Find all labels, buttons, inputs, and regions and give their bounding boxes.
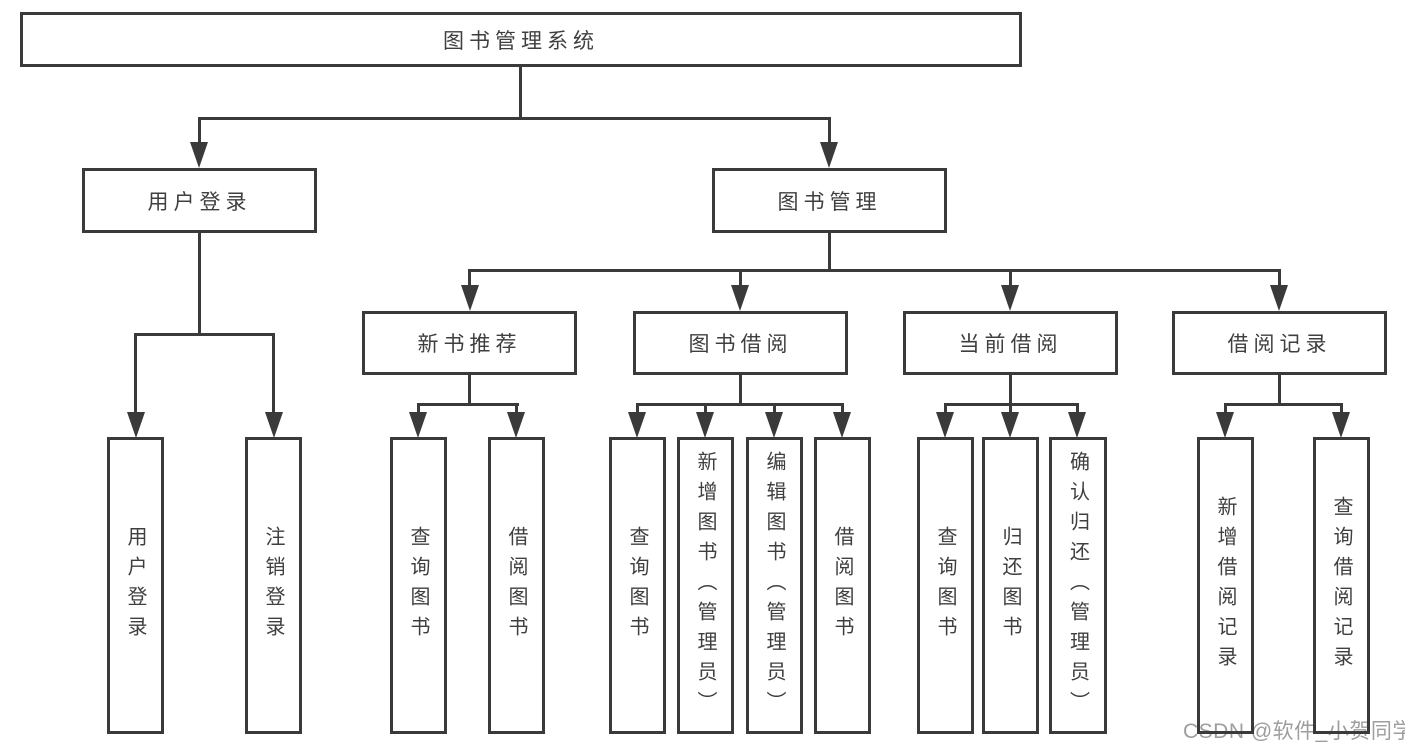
connector-hline — [417, 403, 519, 406]
arrowhead-down — [765, 412, 783, 438]
node-new-book-recommendation: 新书推荐 — [362, 311, 577, 375]
connector-vline — [1340, 406, 1343, 414]
connector-vline — [515, 406, 518, 414]
arrowhead-down — [190, 142, 208, 168]
arrowhead-down — [265, 412, 283, 438]
leaf-return-books: 归还图书 — [982, 437, 1039, 734]
connector-vline — [739, 375, 742, 406]
connector-vline — [841, 406, 844, 414]
leaf-add-book-admin: 新增图书（管理员） — [677, 437, 734, 734]
node-book-borrowing: 图书借阅 — [633, 311, 848, 375]
connector-vline — [828, 120, 831, 144]
leaf-logout: 注销登录 — [245, 437, 302, 734]
node-library-system: 图书管理系统 — [20, 12, 1022, 67]
node-user-login: 用户登录 — [82, 168, 317, 233]
arrowhead-down — [628, 412, 646, 438]
csdn-watermark: CSDN @软件_小贺同学 — [1183, 720, 1405, 743]
connector-vline — [1009, 375, 1012, 406]
arrowhead-down — [696, 412, 714, 438]
arrowhead-down — [461, 285, 479, 311]
connector-hline — [1224, 403, 1343, 406]
arrowhead-down — [1001, 412, 1019, 438]
connector-vline — [1009, 406, 1012, 414]
connector-vline — [272, 336, 275, 414]
connector-vline — [944, 406, 947, 414]
connector-vline — [704, 406, 707, 414]
node-borrowing-records: 借阅记录 — [1172, 311, 1387, 375]
connector-vline — [1278, 375, 1281, 406]
leaf-borrow-books-recommend: 借阅图书 — [488, 437, 545, 734]
connector-vline — [134, 336, 137, 414]
connector-hline — [636, 403, 844, 406]
arrowhead-down — [1068, 412, 1086, 438]
arrowhead-down — [833, 412, 851, 438]
connector-vline — [417, 406, 420, 414]
leaf-edit-book-admin: 编辑图书（管理员） — [746, 437, 803, 734]
arrowhead-down — [820, 142, 838, 168]
connector-vline — [1278, 272, 1281, 287]
arrowhead-down — [1270, 285, 1288, 311]
connector-vline — [468, 272, 471, 287]
leaf-query-books-borrowing: 查询图书 — [609, 437, 666, 734]
node-current-borrowing: 当前借阅 — [903, 311, 1118, 375]
leaf-query-books-current: 查询图书 — [917, 437, 974, 734]
connector-vline — [1224, 406, 1227, 414]
arrowhead-down — [731, 285, 749, 311]
connector-hline — [198, 117, 831, 120]
leaf-add-borrow-record: 新增借阅记录 — [1197, 437, 1254, 734]
leaf-query-borrow-records: 查询借阅记录 — [1313, 437, 1370, 734]
connector-hline — [468, 269, 1281, 272]
connector-vline — [519, 67, 522, 119]
connector-hline — [134, 333, 275, 336]
connector-vline — [468, 375, 471, 406]
node-book-management: 图书管理 — [712, 168, 947, 233]
arrowhead-down — [507, 412, 525, 438]
connector-vline — [198, 120, 201, 144]
arrowhead-down — [409, 412, 427, 438]
leaf-query-books-recommend: 查询图书 — [390, 437, 447, 734]
leaf-user-login: 用户登录 — [107, 437, 164, 734]
leaf-borrow-books: 借阅图书 — [814, 437, 871, 734]
leaf-confirm-return-admin: 确认归还（管理员） — [1049, 437, 1107, 734]
connector-vline — [773, 406, 776, 414]
arrowhead-down — [1001, 285, 1019, 311]
arrowhead-down — [936, 412, 954, 438]
connector-vline — [198, 233, 201, 333]
connector-hline — [944, 403, 1079, 406]
arrowhead-down — [1332, 412, 1350, 438]
connector-vline — [636, 406, 639, 414]
connector-vline — [1009, 272, 1012, 287]
arrowhead-down — [127, 412, 145, 438]
arrowhead-down — [1216, 412, 1234, 438]
connector-vline — [739, 272, 742, 287]
connector-vline — [828, 233, 831, 272]
connector-vline — [1076, 406, 1079, 414]
